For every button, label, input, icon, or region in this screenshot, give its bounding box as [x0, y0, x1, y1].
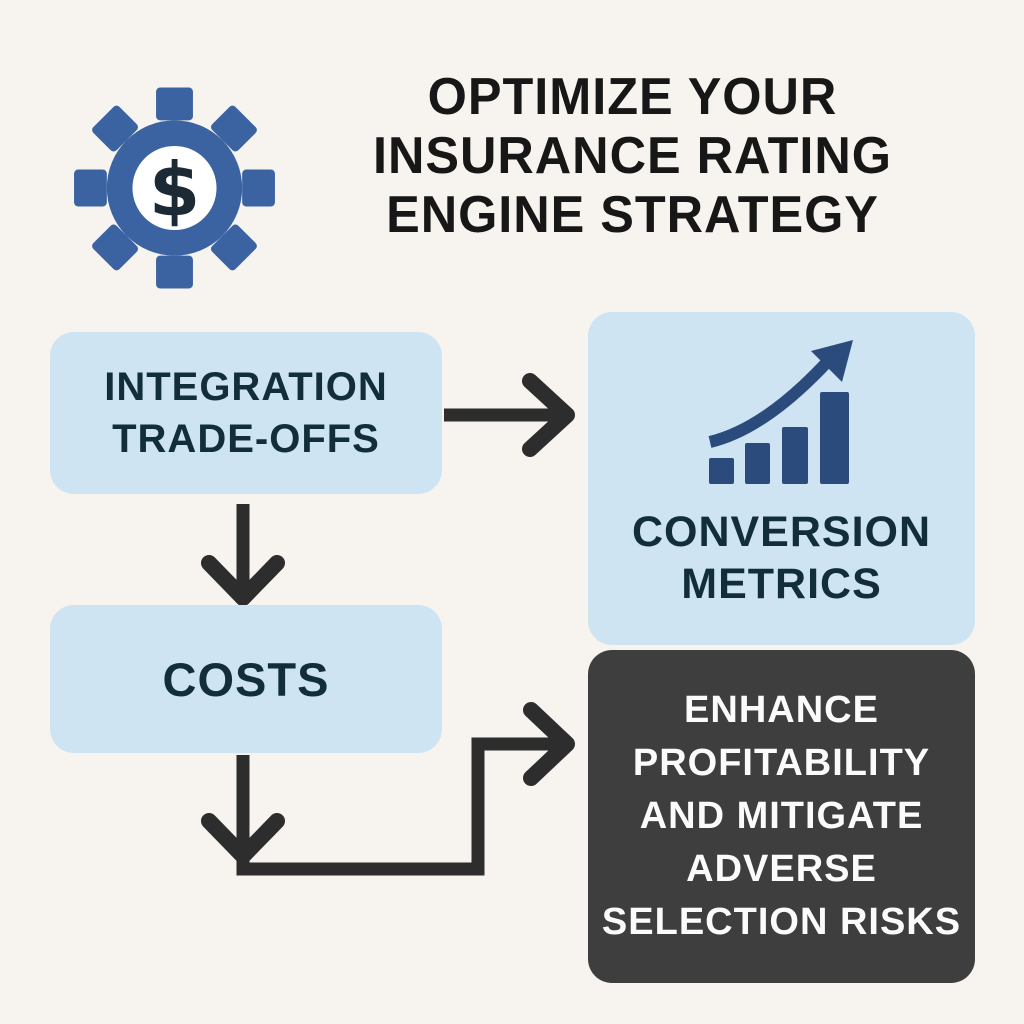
node-costs: COSTS — [50, 605, 442, 753]
node-outcome-enhance-profitability: ENHANCE PROFITABILITY AND MITIGATE ADVER… — [588, 650, 975, 983]
page-title-line: INSURANCE RATING — [372, 126, 892, 185]
arrow-integration-to-conversion — [444, 373, 575, 457]
page-title-line: ENGINE STRATEGY — [386, 185, 879, 244]
node-label: ADVERSE — [686, 847, 877, 890]
node-label: ENHANCE — [684, 689, 879, 732]
node-label: COSTS — [162, 652, 330, 706]
trend-arrowhead — [810, 340, 853, 382]
dollar-symbol: $ — [149, 149, 200, 234]
node-label: PROFITABILITY — [632, 742, 931, 785]
node-label: SELECTION RISKS — [601, 900, 962, 943]
page-title: OPTIMIZE YOUR INSURANCE RATING ENGINE ST… — [310, 68, 955, 244]
node-integration-trade-offs: INTEGRATION TRADE-OFFS — [50, 332, 442, 494]
gear-icon — [74, 87, 275, 289]
node-label: INTEGRATION — [104, 365, 388, 409]
node-label: AND MITIGATE — [639, 795, 924, 838]
page-title-line: OPTIMIZE YOUR — [427, 68, 838, 126]
node-label: TRADE-OFFS — [112, 417, 380, 461]
growth-chart-icon — [708, 340, 853, 484]
node-conversion-metrics: CONVERSION METRICS — [588, 312, 975, 645]
arrow-integration-to-costs — [201, 504, 285, 606]
node-label: METRICS — [681, 560, 882, 609]
node-label: CONVERSION — [631, 508, 932, 556]
gear-dollar-icon: $ — [72, 78, 277, 298]
